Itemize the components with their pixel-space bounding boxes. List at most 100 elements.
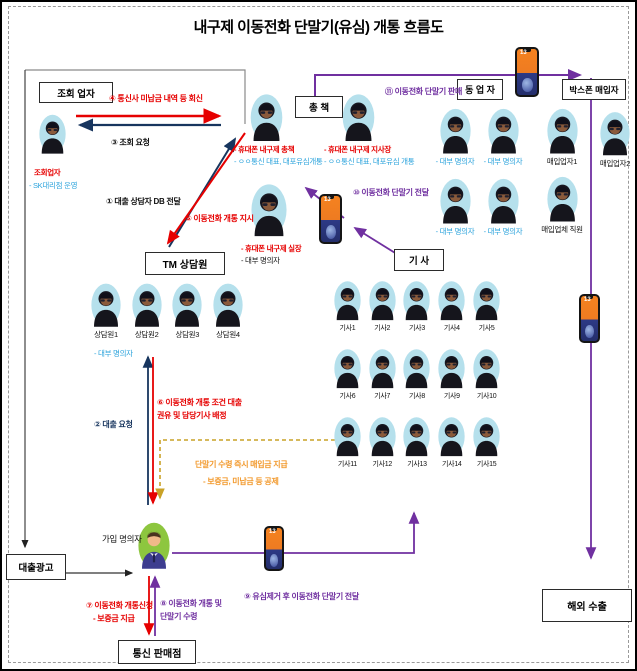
courier-avatar <box>369 280 396 321</box>
partner-avatar <box>488 178 519 224</box>
box-ringleader: 총 책 <box>295 96 343 118</box>
phone-camera-circle <box>325 225 336 240</box>
phone-notch <box>523 49 531 52</box>
partner-note: - 대부 명의자 <box>483 227 523 236</box>
courier-avatar <box>403 348 430 389</box>
smartphone-icon: 13 <box>515 47 539 97</box>
courier-avatar <box>369 348 396 389</box>
step-8-label-1: ⑧ 이동전화 개통 및 <box>160 599 222 608</box>
courier: 기사7 <box>365 348 400 401</box>
box-courier: 기 사 <box>394 249 444 271</box>
courier-avatar <box>438 348 465 389</box>
courier-label: 기사3 <box>409 325 425 332</box>
courier-group: 기사1 기사2 기사3 기사4 기사5 <box>330 280 504 469</box>
smartphone-icon: 13 <box>579 294 600 343</box>
phone-badge: 13 <box>520 50 527 56</box>
partner-note: - 대부 명의자 <box>435 157 475 166</box>
step-3-label: ③ 조회 요청 <box>111 138 150 147</box>
subscriber-avatar <box>138 522 170 569</box>
buyer-2-avatar <box>600 111 630 156</box>
courier: 기사14 <box>434 416 469 469</box>
courier: 기사6 <box>330 348 365 401</box>
step-8-label-2: 단말기 수령 <box>160 612 198 621</box>
courier-label: 기사4 <box>443 325 460 332</box>
counselor-avatar <box>91 283 121 327</box>
counselor-note: - 대부 명의자 <box>94 349 133 358</box>
step-2-label: ② 대출 요청 <box>94 420 133 429</box>
counselor-label: 상담원1 <box>94 330 118 339</box>
counselor-avatar <box>172 283 202 327</box>
courier-avatar <box>334 416 361 457</box>
courier: 기사9 <box>434 348 469 401</box>
courier: 기사11 <box>330 416 365 469</box>
phone-camera-circle <box>585 324 595 339</box>
courier: 기사15 <box>469 416 504 469</box>
step-1-label: ① 대출 상담자 DB 전달 <box>106 197 181 206</box>
buyer-1: 매입업자1 <box>542 108 582 167</box>
buyer-1-label: 매입업자1 <box>546 157 578 166</box>
partner: - 대부 명의자 <box>431 178 479 237</box>
branch-boss-note-2: - ㅇㅇ통신 대표, 대포유심 개통 <box>324 157 415 166</box>
lookup-dealer-name: 조회업자 <box>34 168 61 177</box>
buyer-staff: 매입업체 직원 <box>540 176 584 235</box>
courier-label: 기사10 <box>476 393 497 400</box>
counselor: 상담원2 <box>129 283 165 340</box>
step-5-label: ⑤ 이동전화 개통 지시 <box>185 214 254 223</box>
courier-label: 기사9 <box>443 393 460 400</box>
buyer-2: 매입업자2 <box>596 111 634 169</box>
box-overseas-export: 해외 수출 <box>542 589 632 622</box>
courier-label: 기사14 <box>442 461 462 468</box>
courier-label: 기사13 <box>407 461 427 468</box>
smartphone-icon: 13 <box>264 526 284 571</box>
step-6-label-1: ⑥ 이동전화 개통 조건 대출 <box>157 398 242 407</box>
courier-label: 기사7 <box>374 393 391 400</box>
phone-notch <box>326 196 335 199</box>
partner: - 대부 명의자 <box>479 178 527 237</box>
courier-avatar <box>403 416 430 457</box>
lookup-dealer-note: - SK대리점 운영 <box>29 181 78 190</box>
lookup-dealer-avatar <box>39 111 66 157</box>
phone-notch <box>270 528 278 531</box>
step-4-label: ④ 통신사 미납금 내역 등 회신 <box>109 94 203 103</box>
ringleader-note-1: - 휴대폰 내구제 총책 <box>234 145 295 154</box>
counselor: 상담원1 <box>88 283 124 340</box>
courier-label: 기사15 <box>476 461 497 468</box>
courier-avatar <box>334 348 361 389</box>
step-7-label-2: - 보증금 지급 <box>93 614 135 623</box>
branch-boss-note-1: - 휴대폰 내구제 지사장 <box>324 145 391 154</box>
buyer-2-label: 매입업자2 <box>599 159 631 168</box>
ringleader-avatar <box>249 94 284 141</box>
courier-avatar <box>438 416 465 457</box>
step-9-label: ⑨ 유심제거 후 이동전화 단말기 전달 <box>244 592 359 601</box>
counselor-label: 상담원2 <box>134 330 159 339</box>
counselor: 상담원4 <box>210 283 246 340</box>
courier-avatar <box>473 416 500 457</box>
page-title: 내구제 이동전화 단말기(유심) 개통 흐름도 <box>193 19 444 36</box>
phone-camera-circle <box>270 554 279 567</box>
payment-note-1: 단말기 수령 즉시 매입금 지급 <box>195 460 288 469</box>
courier: 기사12 <box>365 416 400 469</box>
phone-notch <box>586 296 593 299</box>
partner-group: - 대부 명의자 - 대부 명의자 - 대부 명의자 - 대부 명의자 <box>431 108 527 237</box>
ringleader-note-2: - ㅇㅇ통신 대표, 대포유심개통 <box>234 157 323 166</box>
courier: 기사3 <box>400 280 435 333</box>
partner: - 대부 명의자 <box>479 108 527 167</box>
partner-avatar <box>488 108 519 154</box>
courier: 기사5 <box>469 280 504 333</box>
courier-label: 기사2 <box>374 325 391 332</box>
step-7-label-1: ⑦ 이동전화 개통신청 <box>86 601 153 610</box>
manager-avatar <box>251 183 287 237</box>
courier-avatar <box>473 348 500 389</box>
buyer-staff-label: 매입업체 직원 <box>541 225 583 234</box>
partner-avatar <box>440 108 471 154</box>
courier-label: 기사6 <box>339 393 356 400</box>
courier-label: 기사12 <box>372 461 392 468</box>
partner-avatar <box>440 178 471 224</box>
box-loan-ad: 대출광고 <box>6 554 66 580</box>
buyer-staff-avatar <box>547 176 578 222</box>
courier-label: 기사8 <box>409 393 425 400</box>
phone-badge: 13 <box>269 529 276 535</box>
box-lookup-dealer: 조회 업자 <box>39 82 113 103</box>
partner: - 대부 명의자 <box>431 108 479 167</box>
